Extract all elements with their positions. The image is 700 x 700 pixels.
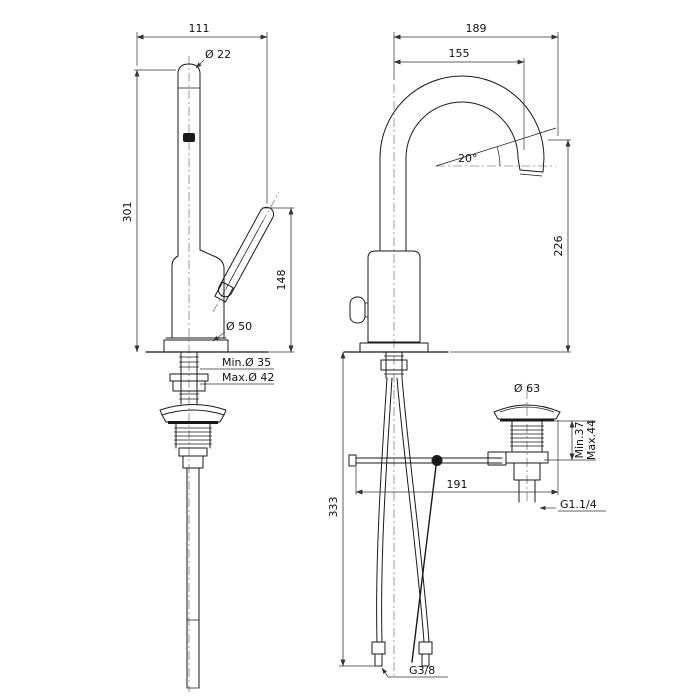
dim-rod-reach-label: 191 [447, 478, 468, 491]
dim-waste-thread-label: G1.1/4 [560, 498, 597, 511]
shank-and-mounting [169, 351, 209, 405]
popup-waste-front [487, 404, 561, 503]
base-ring [163, 337, 229, 353]
shank-front [380, 351, 408, 379]
dim-spout-diameter-label: Ø 22 [205, 48, 231, 61]
dim-spout-angle-label: 20° [458, 152, 478, 165]
dimensions-left: 111 Ø 22 301 148 Ø 50 Min.Ø 35 Max.Ø 42 [121, 22, 294, 385]
dim-waste-max-label: Max.44 [585, 420, 598, 460]
dim-hose-length-label: 333 [327, 497, 340, 518]
hose-connector-right [418, 641, 433, 655]
dim-waste-min-label: Min.37 [573, 421, 586, 458]
supply-hoses [371, 377, 433, 667]
aerator-mark [183, 133, 195, 142]
dim-width-top-label: 111 [189, 22, 210, 35]
dim-hole-max-label: Max.Ø 42 [222, 371, 274, 384]
rod-clevis [487, 451, 507, 466]
dim-spout-height-label: 226 [552, 236, 565, 257]
spout-side [177, 63, 201, 257]
rod-pivot-ball [431, 455, 443, 466]
dim-spout-reach-label: 155 [449, 47, 470, 60]
dimensions-right: 189 155 226 333 191 Ø 63 Min.37 Max.44 [327, 22, 606, 678]
popup-waste-side [159, 404, 227, 689]
dim-hose-thread-label: G3/8 [409, 664, 435, 677]
gooseneck-spout [379, 75, 545, 252]
left-view: 111 Ø 22 301 148 Ø 50 Min.Ø 35 Max.Ø 42 [121, 22, 294, 692]
dim-total-height-label: 301 [121, 202, 134, 223]
dim-body-diameter-label: Ø 50 [226, 320, 252, 333]
hose-connector-left [371, 641, 386, 655]
popup-rod-linkage [348, 454, 503, 663]
faucet-body-front [349, 250, 429, 353]
spout-angle-annotation: 20° [435, 127, 557, 167]
dim-handle-height-label: 148 [275, 270, 288, 291]
dim-waste-diameter-label: Ø 63 [514, 382, 540, 395]
right-view: 20° [327, 22, 606, 678]
dim-hole-min-label: Min.Ø 35 [222, 356, 271, 369]
handle-front [349, 296, 366, 324]
dim-total-reach-label: 189 [466, 22, 487, 35]
